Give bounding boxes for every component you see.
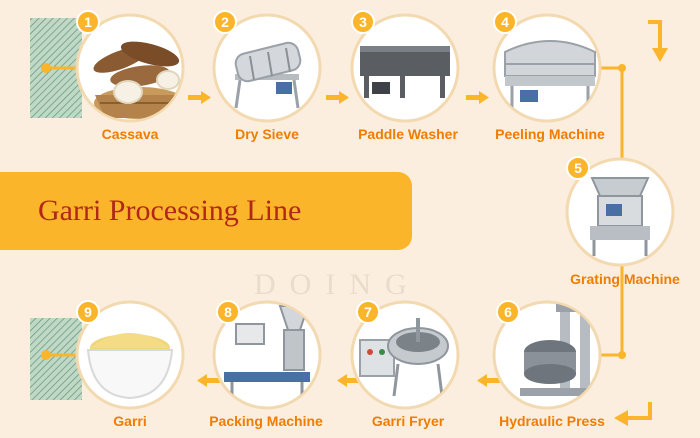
step-number: 2 xyxy=(221,14,229,30)
step-number: 6 xyxy=(504,304,512,320)
arrow-right-icon xyxy=(466,91,489,104)
step-number: 1 xyxy=(84,14,92,30)
step-label-packing-machine: Packing Machine xyxy=(209,413,323,429)
dry-sieve-image xyxy=(234,41,302,109)
diagram-title: Garri Processing Line xyxy=(38,194,302,227)
connector-dot xyxy=(618,351,626,359)
peeling-machine-image xyxy=(504,40,596,110)
arrow-left-icon xyxy=(477,374,500,387)
step-number: 7 xyxy=(364,304,372,320)
arrow-left-icon xyxy=(337,374,360,387)
step-6 xyxy=(492,300,602,410)
step-number: 9 xyxy=(84,304,92,320)
step-number: 4 xyxy=(501,14,509,30)
step-1 xyxy=(75,13,185,123)
hydraulic-press-image xyxy=(520,304,599,396)
step-label-paddle-washer: Paddle Washer xyxy=(358,126,458,142)
step-3 xyxy=(350,13,460,123)
arrow-return-icon xyxy=(614,410,628,426)
step-label-dry-sieve: Dry Sieve xyxy=(235,126,299,142)
step-9 xyxy=(75,300,185,410)
step-number: 3 xyxy=(359,14,367,30)
step-5 xyxy=(565,157,675,267)
step-8 xyxy=(212,300,322,410)
step-7 xyxy=(350,300,460,410)
step-2 xyxy=(212,13,322,123)
packing-machine-image xyxy=(224,305,310,400)
step-label-grating-machine: Grating Machine xyxy=(570,271,680,287)
watermark: DOING xyxy=(254,268,421,301)
step-number: 8 xyxy=(224,304,232,320)
connector-lines xyxy=(46,66,624,357)
step-4 xyxy=(492,13,602,123)
arrow-right-icon xyxy=(326,91,349,104)
arrow-left-icon xyxy=(197,374,220,387)
garri-bowl-image xyxy=(86,333,174,400)
start-dot xyxy=(41,63,51,73)
end-block xyxy=(30,318,82,400)
step-label-hydraulic-press: Hydraulic Press xyxy=(499,413,605,429)
step-number-badges: 1 2 3 4 5 6 7 8 9 xyxy=(76,10,590,324)
step-label-garri: Garri xyxy=(113,413,147,429)
flow-arrows xyxy=(188,91,500,387)
arrow-down-icon xyxy=(652,48,668,62)
step-label-peeling-machine: Peeling Machine xyxy=(495,126,605,142)
arrow-right-icon xyxy=(188,91,211,104)
connector-dot xyxy=(618,64,626,72)
cassava-image xyxy=(93,41,182,119)
paddle-washer-image xyxy=(360,46,450,98)
arrow-down-icon xyxy=(648,20,662,48)
step-number: 5 xyxy=(574,160,582,176)
end-dot xyxy=(41,350,51,360)
title-banner xyxy=(0,172,412,250)
grating-machine-image xyxy=(590,177,650,256)
step-label-garri-fryer: Garri Fryer xyxy=(371,413,445,429)
step-label-cassava: Cassava xyxy=(101,126,159,142)
garri-fryer-image xyxy=(359,318,449,397)
arrow-return-icon xyxy=(628,402,652,420)
